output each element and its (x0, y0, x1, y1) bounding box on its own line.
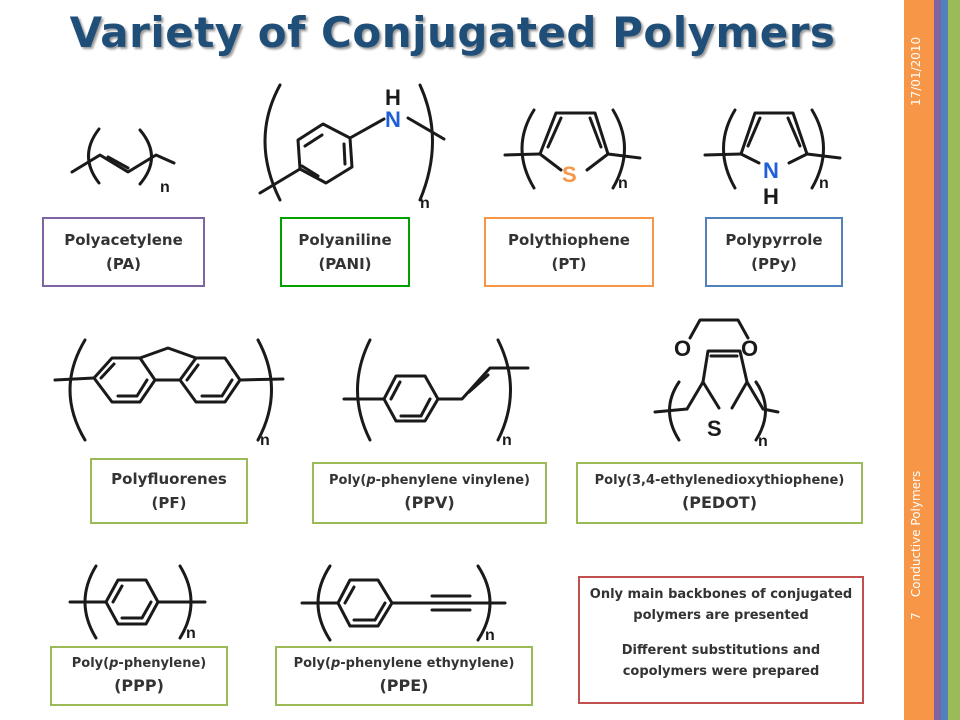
n-atom-label: N (385, 107, 401, 132)
polymer-name: Polyaniline (298, 231, 392, 249)
polymer-abbr: (PANI) (318, 255, 372, 273)
slide-date: 17/01/2010 (909, 36, 923, 106)
n-subscript: n (186, 625, 196, 642)
polymer-name: Poly(p-phenylene) (71, 656, 207, 671)
polymer-name: Poly(3,4-ethylenedioxythiophene) (594, 473, 845, 488)
structure-polythiophene: S n (503, 108, 642, 192)
note-box: Only main backbones of conjugated polyme… (578, 576, 864, 704)
n-atom-label: N (763, 158, 779, 183)
label-polyfluorenes: Polyfluorenes (PF) (90, 458, 248, 524)
slide-title: Variety of Conjugated Polymers (69, 8, 836, 57)
label-ppe: Poly(p-phenylene ethynylene) (PPE) (275, 646, 533, 706)
page-number: 7 (909, 612, 923, 620)
s-atom-label: S (562, 162, 577, 187)
label-pedot: Poly(3,4-ethylenedioxythiophene) (PEDOT) (576, 462, 863, 524)
structure-polyaniline: H N n (258, 83, 446, 212)
s-atom-label: S (707, 416, 722, 441)
structure-ppe: n (300, 564, 507, 644)
structure-polypyrrole: N H n (703, 108, 842, 209)
n-subscript: n (618, 175, 628, 192)
polymer-abbr: (PPy) (751, 255, 797, 273)
slide-footer: 7 Conductive Polymers (909, 440, 927, 620)
side-bar-purple (934, 0, 941, 720)
n-subscript: n (420, 195, 430, 212)
polymer-abbr: (PPP) (114, 676, 164, 695)
polymer-name: Polyfluorenes (111, 470, 227, 488)
side-bar-blue (941, 0, 948, 720)
structure-polyacetylene: n (70, 127, 176, 196)
footer-text: Conductive Polymers (909, 470, 923, 598)
o-atom-label-right: O (741, 336, 758, 361)
note-line-2: polymers are presented (633, 608, 809, 623)
structure-pedot: O O S n (653, 318, 780, 450)
polymer-name: Poly(p-phenylene ethynylene) (293, 656, 515, 671)
polymer-abbr: (PT) (551, 255, 587, 273)
label-ppp: Poly(p-phenylene) (PPP) (50, 646, 228, 706)
note-line-3: Different substitutions and (621, 643, 821, 658)
polymer-abbr: (PF) (151, 494, 187, 512)
o-atom-label-left: O (674, 336, 691, 361)
n-subscript: n (160, 179, 170, 196)
label-polyaniline: Polyaniline (PANI) (280, 217, 410, 287)
note-line-1: Only main backbones of conjugated (589, 587, 853, 602)
structure-ppv: n (342, 338, 530, 449)
n-subscript: n (502, 432, 512, 449)
n-subscript: n (758, 433, 768, 450)
polymer-abbr: (PA) (106, 255, 141, 273)
n-subscript: n (819, 175, 829, 192)
polymer-abbr: (PEDOT) (681, 493, 758, 512)
structure-ppp: n (68, 564, 207, 642)
polymer-name: Polypyrrole (725, 231, 823, 249)
side-bar-green (948, 0, 960, 720)
n-subscript: n (260, 432, 270, 449)
polymer-name: Polythiophene (508, 231, 630, 249)
polymer-name: Polyacetylene (64, 231, 183, 249)
label-polythiophene: Polythiophene (PT) (484, 217, 654, 287)
note-line-4: copolymers were prepared (622, 664, 820, 679)
n-subscript: n (485, 627, 495, 644)
polymer-abbr: (PPV) (404, 493, 455, 512)
label-polypyrrole: Polypyrrole (PPy) (705, 217, 843, 287)
polymer-name: Poly(p-phenylene vinylene) (329, 473, 530, 488)
h-atom-label: H (385, 85, 401, 110)
label-ppv: Poly(p-phenylene vinylene) (PPV) (312, 462, 547, 524)
label-polyacetylene: Polyacetylene (PA) (42, 217, 205, 287)
h-atom-label: H (763, 184, 779, 209)
side-bar-orange (904, 0, 934, 720)
structure-polyfluorene: n (53, 338, 285, 449)
structures-canvas: n H N n S n N H n (53, 83, 842, 644)
polymer-abbr: (PPE) (379, 676, 429, 695)
